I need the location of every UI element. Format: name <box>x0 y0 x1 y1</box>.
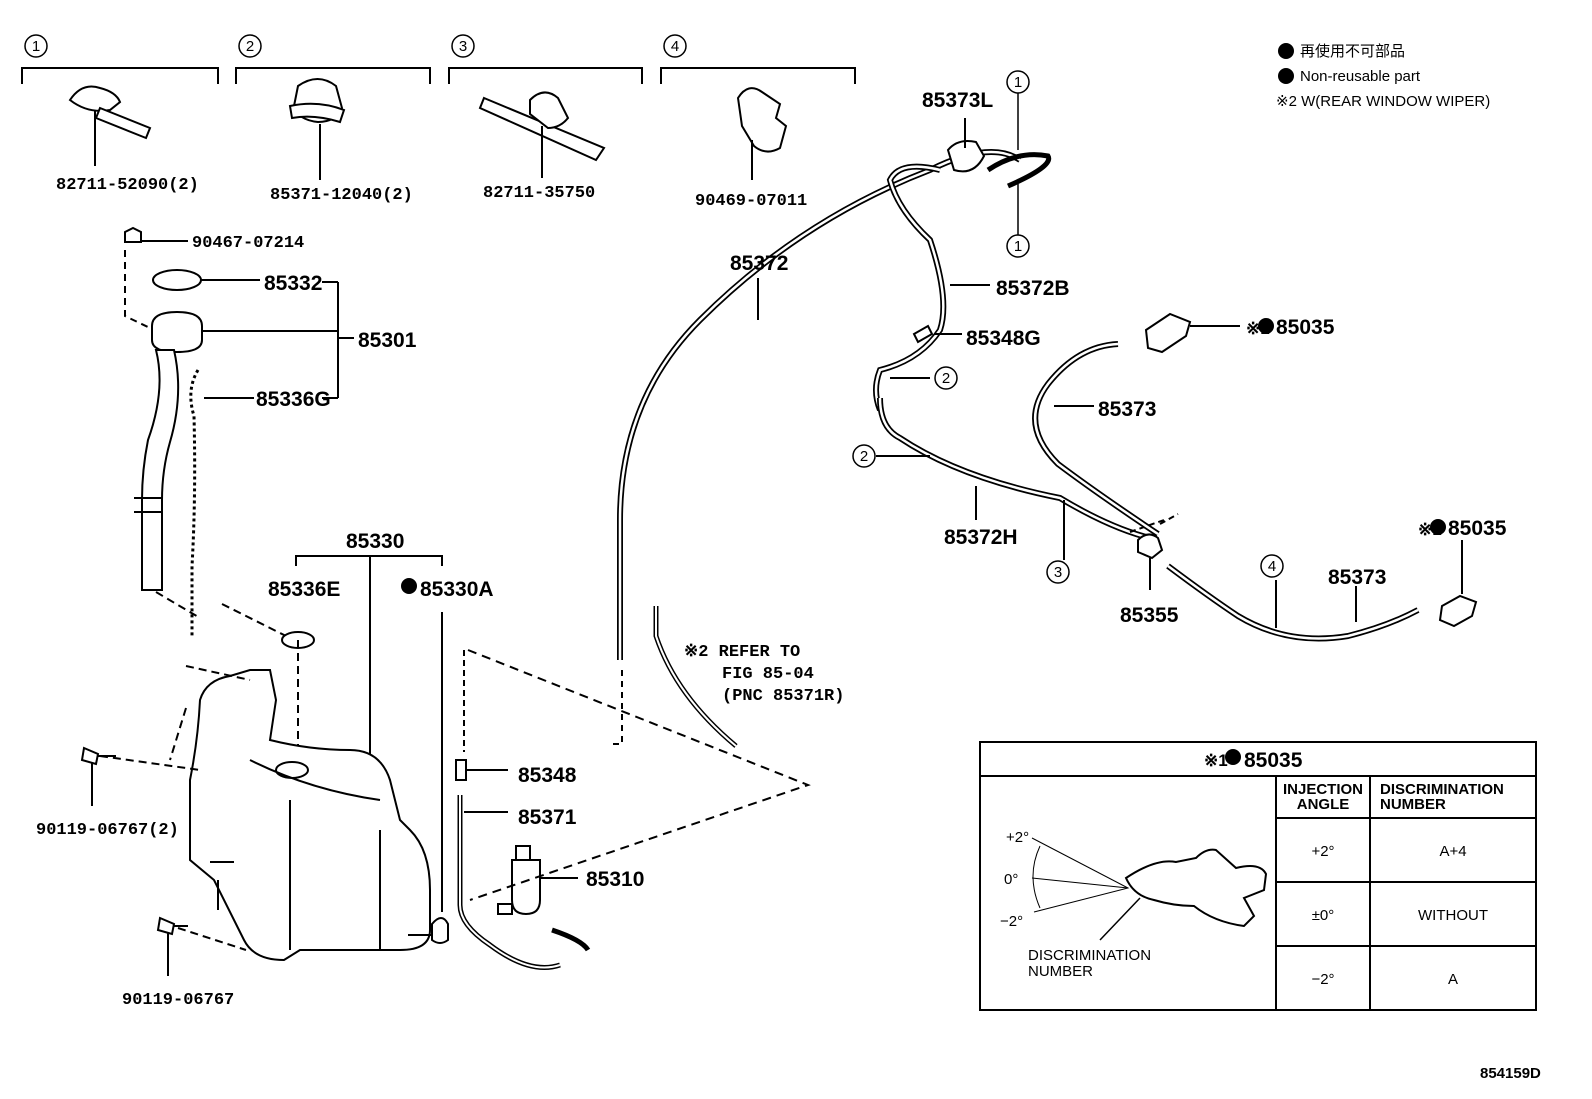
table-title-mark: ※1 <box>1204 751 1228 770</box>
disc-label-line2: NUMBER <box>1028 963 1093 980</box>
part-label-85373L: 85373L <box>922 89 993 112</box>
legend: 再使用不可部品 Non-reusable part ※2 W(REAR WIND… <box>1276 43 1490 110</box>
refer-note-line1: ※2 REFER TO <box>684 643 800 662</box>
part-label-85332: 85332 <box>264 272 322 295</box>
part-label-85355: 85355 <box>1120 604 1179 627</box>
legend-en: Non-reusable part <box>1300 68 1421 85</box>
clip-group-2 <box>235 34 431 180</box>
clip-group-4 <box>660 34 856 180</box>
part-label-90119-a: 90119-06767(2) <box>36 821 179 840</box>
hose-callout-numbers: 1 1 2 2 3 4 <box>860 74 1276 581</box>
part-label-85372: 85372 <box>730 252 788 275</box>
part-label-85336E: 85336E <box>268 578 340 601</box>
table-row3-angle: −2° <box>1311 971 1334 988</box>
refer-note-line3: (PNC 85371R) <box>722 687 844 706</box>
hose-85372 <box>609 149 1022 748</box>
part-label-85348G: 85348G <box>966 327 1041 350</box>
part-label-85336G: 85336G <box>256 388 331 411</box>
angle-label-zero: 0° <box>1004 871 1018 888</box>
refer-note-line2: FIG 85-04 <box>722 665 814 684</box>
hose-85373 <box>1032 312 1478 642</box>
non-reusable-dots <box>401 43 1446 765</box>
part-label-85035-mark-b: ※1 <box>1418 520 1442 539</box>
clip-group-3 <box>448 34 643 178</box>
group-num-4: 4 <box>671 38 679 55</box>
part-label-85371: 85371 <box>518 806 577 829</box>
group-num-1: 1 <box>32 38 40 55</box>
part-label-85372H: 85372H <box>944 526 1018 549</box>
part-label-85035-b: 85035 <box>1448 517 1507 540</box>
part-label-85330A: 85330A <box>420 578 494 601</box>
part-label-82711-52090: 82711-52090(2) <box>56 176 199 195</box>
part-label-85373-b: 85373 <box>1328 566 1386 589</box>
diagram-id: 854159D <box>1480 1065 1541 1082</box>
hose-85372B <box>873 118 1179 590</box>
part-label-85373-a: 85373 <box>1098 398 1156 421</box>
disc-label-line1: DISCRIMINATION <box>1028 947 1151 964</box>
part-label-85348: 85348 <box>518 764 577 787</box>
table-row2-number: WITHOUT <box>1418 907 1488 924</box>
callout-4: 4 <box>1268 558 1276 575</box>
part-label-82711-35750: 82711-35750 <box>483 184 595 203</box>
group-num-3: 3 <box>459 38 467 55</box>
table-row2-angle: ±0° <box>1312 907 1335 924</box>
part-label-85310: 85310 <box>586 868 644 891</box>
legend-jp: 再使用不可部品 <box>1300 43 1405 60</box>
tank-bolts <box>80 665 251 976</box>
pump-assembly <box>408 649 811 970</box>
hose-callouts <box>852 70 1284 584</box>
table-col2-line1: DISCRIMINATION <box>1380 781 1504 798</box>
angle-label-minus: −2° <box>1000 913 1023 930</box>
callout-3: 3 <box>1054 564 1062 581</box>
legend-note: ※2 W(REAR WINDOW WIPER) <box>1276 93 1490 110</box>
part-label-85035-mark-a: ※1 <box>1246 319 1270 338</box>
part-label-90119-b: 90119-06767 <box>122 991 234 1010</box>
table-text: ※1 85035 INJECTION ANGLE DISCRIMINATION … <box>1000 749 1504 988</box>
table-col2-line2: NUMBER <box>1380 796 1446 813</box>
callout-2-upper: 2 <box>942 370 950 387</box>
part-label-85035-a: 85035 <box>1276 316 1335 339</box>
part-label-85330: 85330 <box>346 530 404 553</box>
table-title-part: 85035 <box>1244 749 1303 772</box>
part-label-90467: 90467-07214 <box>192 234 304 253</box>
table-row3-number: A <box>1448 971 1458 988</box>
table-row1-angle: +2° <box>1311 843 1334 860</box>
table-col1-line2: ANGLE <box>1297 796 1350 813</box>
group-num-2: 2 <box>246 38 254 55</box>
callout-2-lower: 2 <box>860 448 868 465</box>
clip-group-1 <box>21 34 219 166</box>
clip-group-labels: 1 2 3 4 82711-52090(2) 85371-12040(2) 82… <box>32 38 807 211</box>
table-col1-line1: INJECTION <box>1283 781 1363 798</box>
callout-1-bottom: 1 <box>1014 238 1022 255</box>
part-labels: 90467-07214 85332 85301 85336G 85330 853… <box>36 89 1541 1082</box>
washer-tank <box>189 669 431 962</box>
part-label-85301: 85301 <box>358 329 417 352</box>
part-label-85371-12040: 85371-12040(2) <box>270 186 413 205</box>
table-row1-number: A+4 <box>1439 843 1466 860</box>
angle-label-plus: +2° <box>1006 829 1029 846</box>
callout-1-top: 1 <box>1014 74 1022 91</box>
nozzle-table <box>979 741 1537 1011</box>
part-label-85372B: 85372B <box>996 277 1070 300</box>
filler-assembly <box>124 226 443 912</box>
part-label-90469-07011: 90469-07011 <box>695 192 807 211</box>
